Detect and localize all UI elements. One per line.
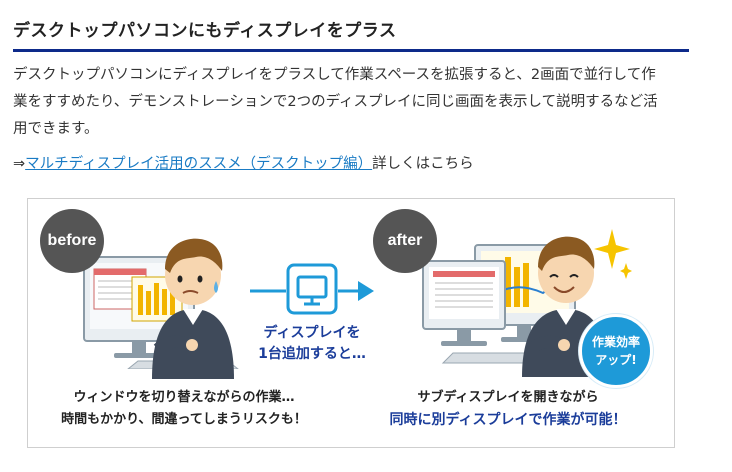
multi-display-guide-link[interactable]: マルチディスプレイ活用のススメ（デスクトップ編）	[25, 156, 373, 172]
middle-line-1: ディスプレイを	[263, 325, 361, 341]
after-badge: after	[373, 209, 437, 273]
worried-person-illustration	[152, 238, 234, 379]
add-display-text: ディスプレイを 1台追加すると…	[252, 323, 372, 365]
section-body: デスクトップパソコンにディスプレイをプラスして作業スペースを拡張すると、2画面で…	[13, 62, 693, 143]
link-arrow: ⇒	[13, 156, 26, 172]
before-caption: ウィンドウを切り替えながらの作業… 時間もかかり、間違ってしまうリスクも！	[34, 387, 334, 431]
efficiency-line-1: 作業効率	[591, 335, 640, 349]
before-badge: before	[40, 209, 104, 273]
before-after-illustration: before ディスプレイを 1台追加すると…	[27, 198, 675, 448]
before-caption-line-2: 時間もかかり、間違ってしまうリスクも！	[61, 412, 307, 427]
link-line: ⇒マルチディスプレイ活用のススメ（デスクトップ編）詳しくはこちら	[13, 151, 474, 178]
after-caption-line-2: 同時に別ディスプレイで作業が可能！	[389, 412, 627, 428]
after-caption: サブディスプレイを開きながら 同時に別ディスプレイで作業が可能！	[358, 387, 658, 431]
after-caption-line-1: サブディスプレイを開きながら	[417, 390, 599, 405]
before-caption-line-1: ウィンドウを切り替えながらの作業…	[73, 390, 295, 405]
efficiency-line-2: アップ!	[595, 353, 637, 367]
efficiency-up-badge: 作業効率 アップ!	[579, 314, 653, 388]
body-line-2: 業をすすめたり、デモンストレーションで2つのディスプレイに同じ画面を表示して説明…	[13, 94, 658, 110]
body-line-3: 用できます。	[13, 121, 99, 137]
add-display-arrow	[250, 263, 374, 315]
sparkle-icon	[594, 229, 632, 279]
section-heading: デスクトップパソコンにもディスプレイをプラス	[13, 14, 689, 52]
middle-line-2: 1台追加すると…	[258, 346, 366, 362]
section-title: デスクトップパソコンにもディスプレイをプラス	[13, 21, 397, 41]
link-suffix: 詳しくはこちら	[372, 156, 474, 172]
body-line-1: デスクトップパソコンにディスプレイをプラスして作業スペースを拡張すると、2画面で…	[13, 67, 656, 83]
